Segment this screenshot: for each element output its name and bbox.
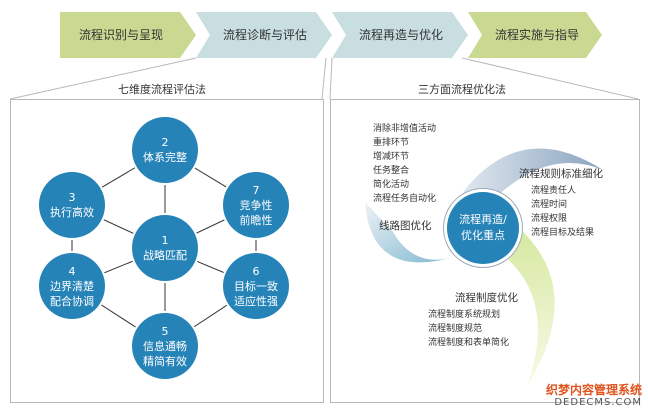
node-2-number: 2	[161, 136, 169, 149]
node-6-number: 6	[252, 264, 260, 278]
route-item-1: 消除非增值活动	[373, 124, 437, 134]
node-4-number: 4	[68, 264, 76, 278]
watermark-line-1: 织梦内容管理系统	[545, 383, 642, 397]
center-reengineering-focus: 流程再造/ 优化重点	[447, 192, 519, 264]
swirl-arcs	[365, 148, 603, 386]
standard-head: 流程规则标准细化	[519, 168, 603, 180]
standard-items: 流程责任人 流程时间 流程权限 流程目标及结果	[531, 184, 594, 240]
standard-item-3: 流程权限	[531, 214, 568, 224]
node-7-label: 竞争性	[239, 198, 273, 212]
step-reengineer-arrow	[332, 12, 468, 58]
step-diagnose: 流程诊断与评估	[196, 12, 332, 58]
route-head: 线路图优化	[379, 220, 432, 232]
node-information-flow: 5 信息通畅 精简有效	[132, 313, 198, 379]
step-implement-arrow	[468, 12, 602, 58]
step-identify-label: 流程识别与呈现	[78, 28, 163, 42]
system-item-1: 流程制度系统规划	[428, 310, 501, 320]
node-4-label-2: 配合协调	[50, 294, 94, 308]
node-3-label: 执行高效	[50, 206, 94, 219]
step-diagnose-label: 流程诊断与评估	[222, 28, 307, 42]
node-6-label: 目标一致	[234, 279, 278, 293]
standard-item-2: 流程时间	[531, 200, 568, 210]
route-item-6: 流程任务自动化	[373, 194, 437, 204]
center-line-1: 流程再造/	[459, 213, 507, 226]
arc-route	[365, 202, 457, 263]
watermark-line-2: DEDECMS.COM	[554, 397, 642, 408]
watermark: 织梦内容管理系统 DEDECMS.COM	[546, 383, 642, 409]
step-diagnose-arrow	[196, 12, 332, 58]
step-reengineer: 流程再造与优化	[332, 12, 468, 58]
node-efficient-execution: 3 执行高效	[39, 172, 105, 238]
node-competitiveness: 7 竞争性 前瞻性	[223, 172, 289, 238]
step-reengineer-label: 流程再造与优化	[358, 28, 443, 42]
step-identify: 流程识别与呈现	[60, 12, 196, 58]
arc-standard	[463, 148, 603, 204]
arc-system	[497, 228, 555, 386]
step-implement: 流程实施与指导	[468, 12, 602, 58]
seven-dimension-panel: 1 战略匹配 2 体系完整 3 执行高效 4 边界清楚 配合协调 5 信息通畅 …	[10, 99, 324, 403]
route-item-4: 任务整合	[373, 166, 410, 176]
center-line-2: 优化重点	[461, 229, 505, 242]
node-3-number: 3	[68, 191, 76, 204]
node-clear-boundaries: 4 边界清楚 配合协调	[39, 253, 105, 319]
step-identify-arrow	[60, 12, 196, 58]
system-items: 流程制度系统规划 流程制度规范 流程制度和表单简化	[428, 308, 509, 350]
node-7-number: 7	[252, 183, 260, 197]
node-4-label: 边界清楚	[50, 279, 94, 293]
system-head: 流程制度优化	[455, 292, 518, 304]
route-item-2: 重排环节	[373, 138, 410, 148]
node-7-label-2: 前瞻性	[239, 213, 273, 227]
node-consistent-goals: 6 目标一致 适应性强	[223, 253, 289, 319]
node-5-label: 信息通畅	[143, 339, 187, 353]
node-strategy-match: 1 战略匹配	[132, 215, 198, 281]
three-aspect-panel: 消除非增值活动 重排环节 增减环节 任务整合 简化活动 流程任务自动化 线路图优…	[330, 99, 640, 403]
step-implement-label: 流程实施与指导	[494, 28, 579, 42]
right-section-title: 三方面流程优化法	[418, 83, 506, 96]
node-5-label-2: 精简有效	[143, 354, 187, 368]
node-system-complete: 2 体系完整	[132, 117, 198, 183]
system-item-2: 流程制度规范	[428, 324, 483, 334]
left-section-title: 七维度流程评估法	[118, 83, 206, 96]
route-item-5: 简化活动	[373, 180, 410, 190]
node-6-label-2: 适应性强	[234, 294, 278, 308]
standard-item-4: 流程目标及结果	[531, 228, 595, 238]
standard-item-1: 流程责任人	[531, 186, 577, 196]
route-items: 消除非增值活动 重排环节 增减环节 任务整合 简化活动 流程任务自动化	[373, 122, 436, 206]
system-item-3: 流程制度和表单简化	[428, 338, 510, 348]
node-5-number: 5	[161, 324, 169, 338]
node-1-label: 战略匹配	[143, 249, 187, 262]
node-1-number: 1	[161, 234, 169, 247]
node-2-label: 体系完整	[143, 151, 187, 164]
route-item-3: 增减环节	[373, 152, 410, 162]
